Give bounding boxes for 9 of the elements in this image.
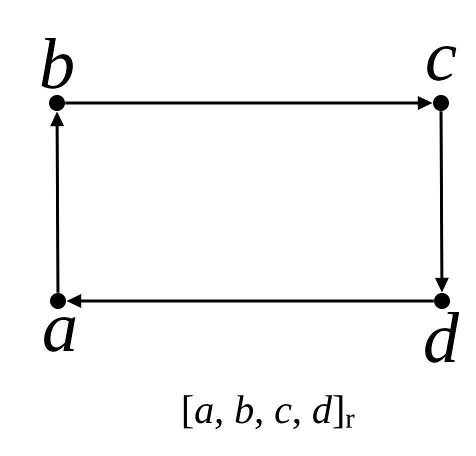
caption: [a, b, c, d]$_{r}$ xyxy=(184,395,354,430)
vertex-dot xyxy=(434,293,450,309)
vertex-label: d xyxy=(425,312,460,363)
vertex-label: a xyxy=(44,317,76,352)
vertex-label: c xyxy=(427,46,456,81)
vertex-label: b xyxy=(42,38,73,89)
vertex-dot xyxy=(50,293,66,309)
vertex-dot xyxy=(49,95,65,111)
vertex-dot xyxy=(433,95,449,111)
